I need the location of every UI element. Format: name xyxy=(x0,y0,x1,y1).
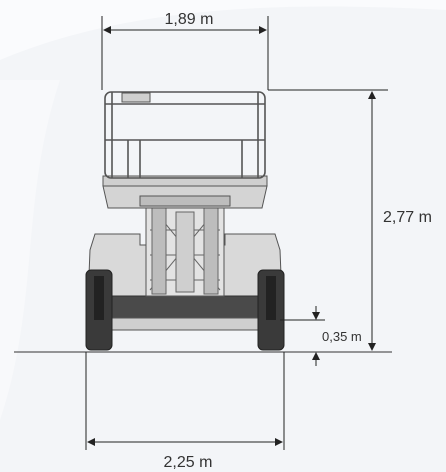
platform-width-label: 1,89 m xyxy=(165,11,214,28)
platform-guardrail xyxy=(104,91,266,179)
scissor-stack xyxy=(145,199,225,297)
base-frame-lower xyxy=(109,317,261,331)
dimension-max-height xyxy=(268,89,388,351)
background-swirl-2 xyxy=(0,80,60,420)
background-swirl xyxy=(0,0,446,60)
left-wheel xyxy=(85,269,113,351)
dimension-ground-clearance xyxy=(280,306,325,366)
scissor-lift xyxy=(85,91,285,351)
base-frame xyxy=(99,295,271,319)
platform-skirt xyxy=(139,195,231,207)
ground-clearance-label: 0,35 m xyxy=(322,329,362,344)
max-height-label: 2,77 m xyxy=(383,209,432,226)
dimension-platform-width xyxy=(101,16,269,90)
dimension-overall-width xyxy=(85,352,285,450)
control-box xyxy=(121,92,151,103)
right-wheel xyxy=(257,269,285,351)
overall-width-label: 2,25 m xyxy=(164,454,213,471)
